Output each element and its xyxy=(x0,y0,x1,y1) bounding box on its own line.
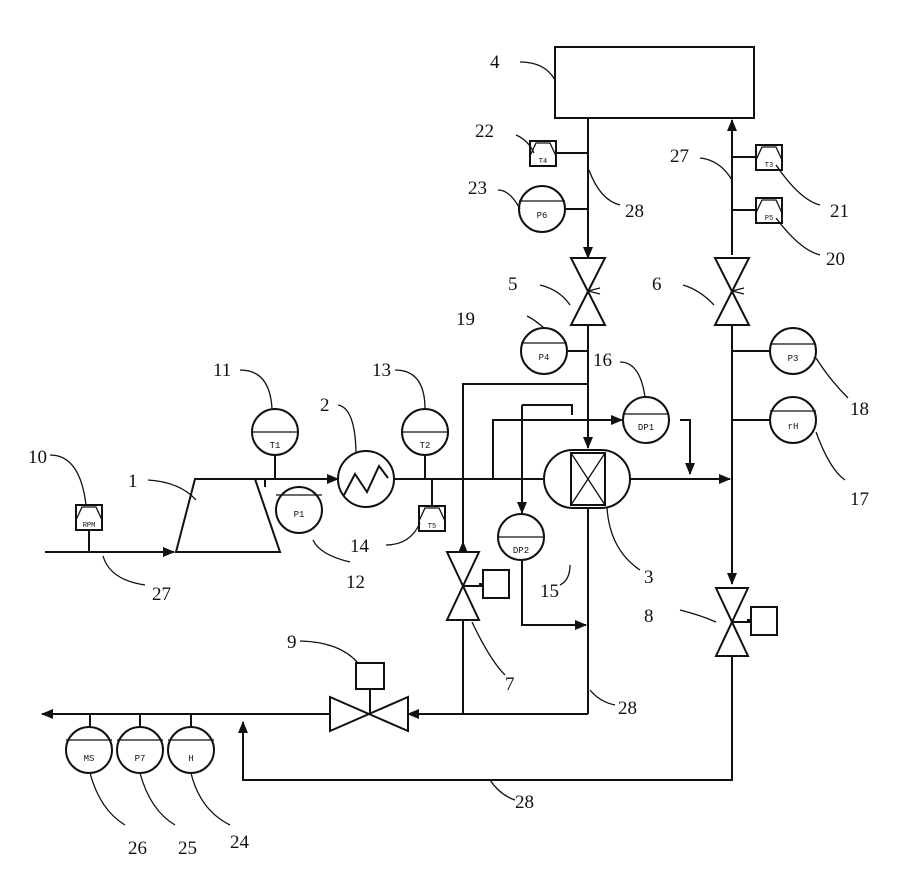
return-pipe xyxy=(243,655,732,780)
label-23: 23 xyxy=(468,178,487,199)
label-1: 1 xyxy=(128,471,138,492)
sensor-T5: T5 xyxy=(419,506,445,531)
label-10: 10 xyxy=(28,447,47,468)
svg-text:T4: T4 xyxy=(539,158,547,166)
label-26: 26 xyxy=(128,838,147,859)
label-20: 20 xyxy=(826,249,845,270)
dp2-sensing-top xyxy=(522,405,572,415)
label-22: 22 xyxy=(475,121,494,142)
instrument-P3: P3 xyxy=(770,328,816,374)
svg-text:P5: P5 xyxy=(765,215,773,223)
valve-7 xyxy=(447,552,509,620)
instrument-H: H xyxy=(168,727,214,773)
svg-text:P6: P6 xyxy=(537,211,548,221)
label-21: 21 xyxy=(830,201,849,222)
label-28-mid: 28 xyxy=(618,698,637,719)
label-14: 14 xyxy=(350,536,370,557)
svg-text:H: H xyxy=(188,754,193,764)
sensor-RPM: RPM xyxy=(76,505,102,530)
label-12: 12 xyxy=(346,572,365,593)
label-19: 19 xyxy=(456,309,475,330)
tank-4 xyxy=(555,47,754,118)
instrument-rH: rH xyxy=(770,397,816,443)
instrument-T2: T2 xyxy=(402,409,448,455)
svg-text:T2: T2 xyxy=(420,441,431,451)
svg-text:P1: P1 xyxy=(294,510,305,520)
valve-5 xyxy=(571,258,605,325)
instrument-P1: P1 xyxy=(276,487,322,533)
label-24: 24 xyxy=(230,832,250,853)
sensor-T4: T4 xyxy=(530,141,556,166)
sensor-P5: P5 xyxy=(756,198,782,223)
label-2: 2 xyxy=(320,395,330,416)
label-8: 8 xyxy=(644,606,654,627)
valve-8 xyxy=(716,588,777,656)
reactor-3 xyxy=(544,450,630,508)
label-27-right: 27 xyxy=(670,146,689,167)
instrument-T1: T1 xyxy=(252,409,298,455)
leader-lines xyxy=(50,62,848,825)
label-5: 5 xyxy=(508,274,518,295)
label-7: 7 xyxy=(505,674,515,695)
svg-text:T1: T1 xyxy=(270,441,281,451)
sensor-T3: T3 xyxy=(756,145,782,170)
svg-text:rH: rH xyxy=(788,422,799,432)
dp1-low-line xyxy=(680,420,690,474)
svg-text:T3: T3 xyxy=(765,162,773,170)
svg-text:RPM: RPM xyxy=(83,522,96,530)
svg-text:MS: MS xyxy=(84,754,95,764)
svg-text:P3: P3 xyxy=(788,354,799,364)
label-4: 4 xyxy=(490,52,500,73)
instrument-DP1: DP1 xyxy=(623,397,669,443)
label-11: 11 xyxy=(213,360,231,381)
label-17: 17 xyxy=(850,489,869,510)
label-28-top: 28 xyxy=(625,201,644,222)
label-15: 15 xyxy=(540,581,559,602)
svg-text:DP1: DP1 xyxy=(638,423,654,433)
svg-text:DP2: DP2 xyxy=(513,546,529,556)
label-25: 25 xyxy=(178,838,197,859)
label-3: 3 xyxy=(644,567,654,588)
instrument-P4: P4 xyxy=(521,328,567,374)
label-16: 16 xyxy=(593,350,612,371)
valve-6 xyxy=(715,258,749,325)
instrument-P6: P6 xyxy=(519,186,565,232)
svg-text:P4: P4 xyxy=(539,353,550,363)
compressor-1 xyxy=(176,479,280,552)
instrument-MS: MS xyxy=(66,727,112,773)
label-18: 18 xyxy=(850,399,869,420)
svg-text:T5: T5 xyxy=(428,523,436,531)
label-13: 13 xyxy=(372,360,391,381)
instrument-DP2: DP2 xyxy=(498,514,544,560)
label-28-bottom: 28 xyxy=(515,792,534,813)
label-27-inlet: 27 xyxy=(152,584,171,605)
label-9: 9 xyxy=(287,632,297,653)
instrument-P7: P7 xyxy=(117,727,163,773)
svg-text:P7: P7 xyxy=(135,754,146,764)
heat-exchanger-2 xyxy=(338,451,394,507)
label-6: 6 xyxy=(652,274,662,295)
